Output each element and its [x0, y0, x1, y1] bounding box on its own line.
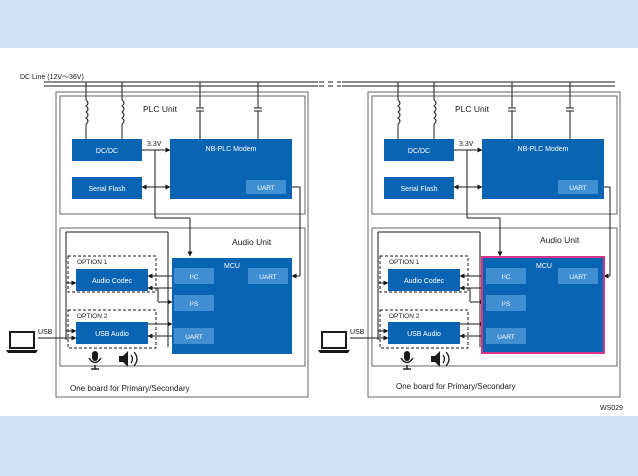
- modem-uart-label: UART: [569, 185, 587, 192]
- usb-label: USB: [350, 329, 365, 336]
- dcdc-block: [384, 139, 454, 161]
- unit-right: PLC Unit Audio Unit: [318, 82, 621, 398]
- laptop-icon: [6, 331, 38, 353]
- mcu-uart-top-label: UART: [569, 274, 587, 281]
- microphone-icon: [88, 351, 102, 370]
- mcu-uart-bottom-label: UART: [185, 334, 203, 341]
- mcu-i2c-port: [486, 268, 526, 284]
- plc-unit-title: PLC Unit: [455, 104, 490, 114]
- audio-unit-frame: [371, 227, 618, 367]
- serial-flash-block: [384, 177, 454, 199]
- serial-flash-label: Serial Flash: [89, 186, 126, 193]
- plc-unit-title: PLC Unit: [143, 104, 178, 114]
- speaker-icon: [431, 351, 450, 367]
- mcu-uart-top-port: [248, 268, 288, 284]
- audio-codec-label: Audio Codec: [92, 278, 133, 285]
- mcu-i2s-label: I²S: [502, 301, 511, 308]
- dcdc-label: DC/DC: [408, 148, 430, 155]
- plc-unit-frame: [59, 95, 306, 215]
- audio-codec-block: [388, 269, 460, 291]
- mcu-uart-top-label: UART: [259, 274, 277, 281]
- serial-flash-block: [72, 177, 142, 199]
- mcu-i2c-label: I²C: [190, 274, 199, 281]
- mcu-uart-bottom-port: [486, 328, 526, 344]
- option2-frame: [67, 309, 157, 349]
- modem-uart-port: [246, 180, 286, 194]
- modem-uart-port: [558, 180, 598, 194]
- audio-unit-frame: [59, 227, 306, 367]
- audio-codec-block: [76, 269, 148, 291]
- option2-label: OPTION 2: [77, 313, 108, 320]
- dcdc-block: [72, 139, 142, 161]
- mcu-i2c-label: I²C: [502, 274, 511, 281]
- mcu-uart-bottom-port: [174, 328, 214, 344]
- modem-uart-label: UART: [257, 185, 275, 192]
- dc-line-label: DC Line (12V〜36V): [20, 74, 84, 81]
- board-caption: One board for Primary/Secondary: [396, 382, 516, 391]
- usb-label: USB: [38, 329, 53, 336]
- option2-frame: [379, 309, 469, 349]
- usb-audio-label: USB Audio: [95, 331, 129, 338]
- modem-label: NB-PLC Modem: [206, 146, 257, 153]
- figure-id: WS029: [600, 405, 623, 412]
- laptop-icon: [318, 331, 350, 353]
- serial-flash-label: Serial Flash: [401, 186, 438, 193]
- inductor-icon: [121, 99, 125, 125]
- audio-codec-label: Audio Codec: [404, 278, 445, 285]
- board-frame: [367, 91, 621, 398]
- modem-label: NB-PLC Modem: [518, 146, 569, 153]
- option1-frame: [67, 255, 157, 293]
- mcu-label: MCU: [536, 263, 552, 270]
- mcu-uart-top-port: [558, 268, 598, 284]
- inductor-icon: [85, 99, 89, 125]
- mcu-i2s-port: [486, 295, 526, 311]
- usb-audio-block: [388, 322, 460, 344]
- dcdc-label: DC/DC: [96, 148, 118, 155]
- mcu-i2s-port: [174, 295, 214, 311]
- inductor-icon: [433, 99, 437, 125]
- audio-unit-title: Audio Unit: [232, 237, 272, 247]
- plc-unit-frame: [371, 95, 618, 215]
- option2-label: OPTION 2: [389, 313, 420, 320]
- dc-line: [44, 81, 615, 87]
- microphone-icon: [400, 351, 414, 370]
- voltage-label: 3.3V: [147, 141, 162, 148]
- audio-unit-title: Audio Unit: [540, 235, 580, 245]
- inductor-icon: [397, 99, 401, 125]
- mcu-i2c-port: [174, 268, 214, 284]
- board-frame: [55, 91, 309, 398]
- board-caption: One board for Primary/Secondary: [70, 384, 190, 393]
- speaker-icon: [119, 351, 138, 367]
- usb-audio-block: [76, 322, 148, 344]
- option1-frame: [379, 255, 469, 293]
- mcu-label: MCU: [224, 263, 240, 270]
- mcu-i2s-label: I²S: [190, 301, 199, 308]
- option1-label: OPTION 1: [389, 259, 420, 266]
- usb-audio-label: USB Audio: [407, 331, 441, 338]
- mcu-uart-bottom-label: UART: [497, 334, 515, 341]
- option1-label: OPTION 1: [77, 259, 108, 266]
- unit-left: PLC Unit Audio Unit: [6, 82, 309, 398]
- voltage-label: 3.3V: [459, 141, 474, 148]
